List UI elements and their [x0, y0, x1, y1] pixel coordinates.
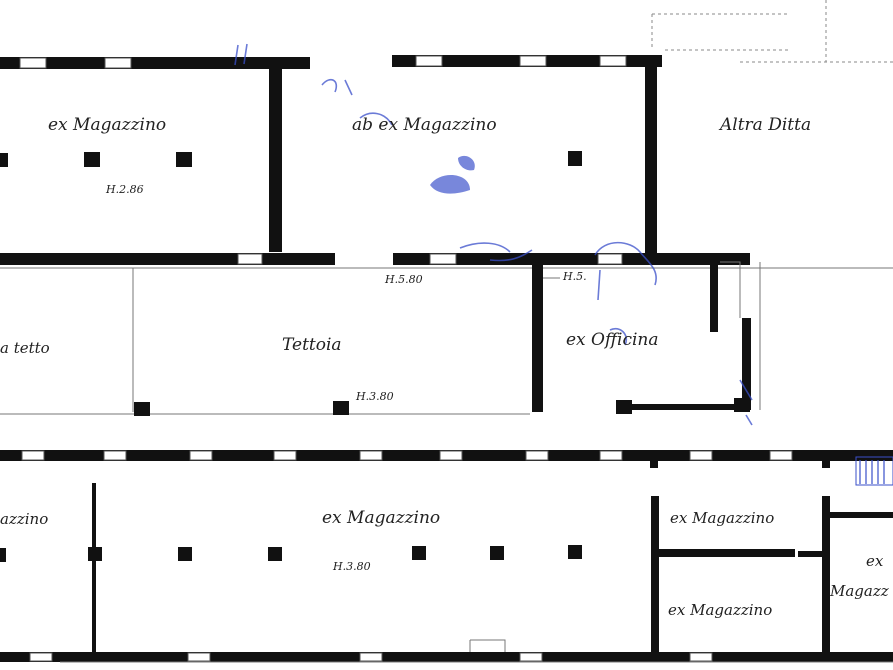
height-label-tettoia: H.3.80 — [355, 390, 394, 403]
room-label-magazzino-bottom-left: azzino — [0, 510, 48, 528]
room-label-tettoia-left: a tetto — [0, 339, 50, 357]
height-label-bottom: H.3.80 — [332, 560, 371, 573]
room-label-far-right-b: Magazz — [829, 582, 889, 600]
room-label-magazzino-top-left: ex Magazzino — [48, 115, 166, 135]
room-label-tettoia: Tettoia — [282, 335, 342, 355]
height-label-top-left: H.2.86 — [105, 183, 144, 196]
room-label-magazzino-bottom-right-top: ex Magazzino — [670, 509, 774, 527]
room-label-far-right-a: ex — [866, 552, 884, 570]
room-label-magazzino-bottom-center: ex Magazzino — [322, 508, 440, 528]
room-label-altra-ditta: Altra Ditta — [718, 115, 811, 135]
height-label-officina: H.5. — [562, 270, 587, 283]
upper-columns — [0, 151, 582, 167]
height-label-center: H.5.80 — [384, 273, 423, 286]
room-label-officina: ex Officina — [566, 330, 659, 350]
lower-columns — [0, 545, 582, 562]
upper-walls — [0, 55, 750, 265]
neighbour-outline — [651, 0, 893, 63]
middle-walls — [0, 261, 893, 416]
lower-walls — [0, 450, 893, 663]
room-label-magazzino-top-center: ab ex Magazzino — [352, 115, 497, 135]
ink-annotations — [234, 43, 753, 426]
room-label-magazzino-bottom-right-bottom: ex Magazzino — [668, 601, 772, 619]
